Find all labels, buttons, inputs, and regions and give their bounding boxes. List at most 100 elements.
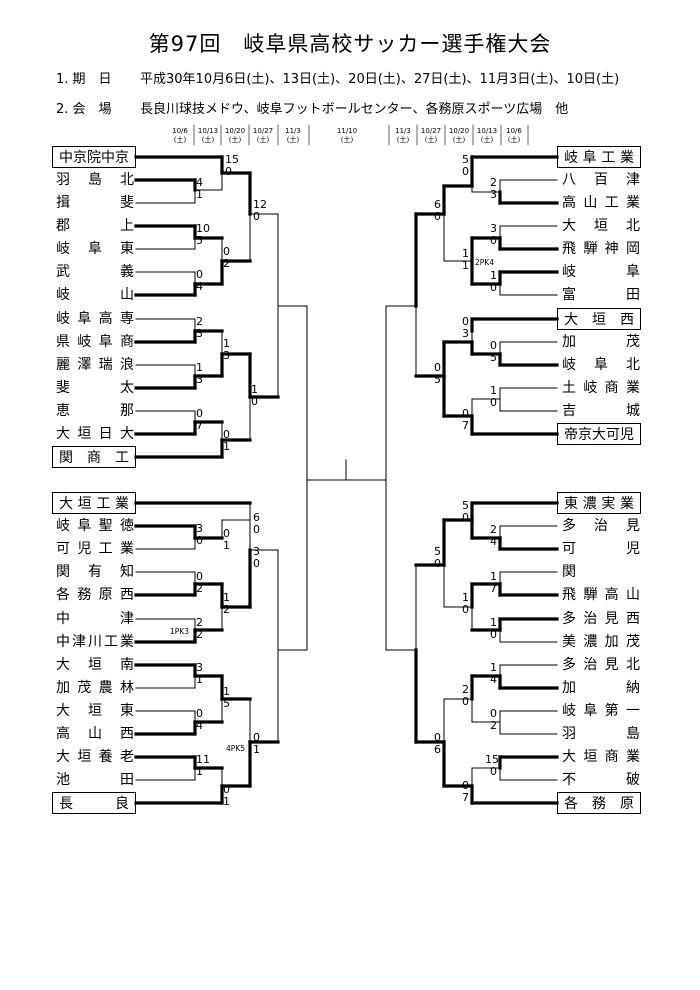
team-name: 池田	[56, 772, 134, 788]
team-name: 吉城	[562, 403, 640, 419]
round-day: (土)	[340, 136, 354, 144]
round-day: (土)	[396, 136, 410, 144]
team-name: 斐太	[56, 380, 134, 396]
match-score: 0	[490, 281, 497, 294]
match-score: 0	[490, 628, 497, 641]
match-score: 10	[196, 222, 210, 235]
team-name: 羽島	[562, 726, 640, 742]
match-score: 5	[490, 351, 497, 364]
venue-label: 2. 会 場	[56, 102, 112, 117]
match-score: 5	[223, 697, 230, 710]
match-score: 0	[196, 268, 203, 281]
match-score: 5	[196, 234, 203, 247]
match-score: 2	[490, 523, 497, 536]
round-date-final: 11/10	[336, 127, 358, 135]
match-score: 15	[225, 153, 239, 166]
match-score: 0	[490, 396, 497, 409]
pk-note: 1PK3	[170, 627, 189, 636]
team-name: 大垣養老	[56, 749, 134, 765]
match-score: 0	[462, 603, 469, 616]
match-score: 1	[223, 685, 230, 698]
match-score: 1	[223, 539, 230, 552]
match-score: 0	[462, 695, 469, 708]
team-name: 関有知	[56, 564, 134, 580]
round-date: 10/20	[224, 127, 246, 135]
match-score: 1	[462, 247, 469, 260]
team-name: 加茂農林	[56, 680, 134, 696]
match-score: 0	[434, 731, 441, 744]
team-name: 飛騨高山	[562, 587, 640, 603]
round-day: (土)	[424, 136, 438, 144]
round-date: 10/27	[252, 127, 274, 135]
team-name: 大垣東	[56, 703, 134, 719]
round-date: 10/6	[506, 127, 522, 135]
team-name: 土岐商業	[562, 380, 640, 396]
team-name: 可児工業	[56, 541, 134, 557]
team-name: 美濃加茂	[562, 634, 640, 650]
venue-value: 長良川球技メドウ、岐阜フットボールセンター、各務原スポーツ広場 他	[140, 102, 569, 117]
match-score: 3	[490, 188, 497, 201]
match-score: 5	[434, 545, 441, 558]
team-name: 岐山	[56, 287, 134, 303]
team-name: 武義	[56, 264, 134, 280]
match-score: 1	[462, 259, 469, 272]
team-name: 中津	[56, 611, 134, 627]
round-day: (土)	[201, 136, 215, 144]
match-score: 0	[223, 783, 230, 796]
team-name: 岐阜第一	[562, 703, 640, 719]
page-title: 第97回 岐阜県高校サッカー選手権大会	[148, 32, 552, 56]
match-score: 0	[196, 407, 203, 420]
round-date: 10/13	[197, 127, 219, 135]
match-score: 1	[196, 765, 203, 778]
period-value: 平成30年10月6日(土)、13日(土)、20日(土)、27日(土)、11月3日…	[140, 72, 620, 87]
match-score: 2	[462, 683, 469, 696]
match-score: 0	[490, 339, 497, 352]
match-score: 0	[462, 511, 469, 524]
team-name: 富田	[562, 287, 640, 303]
match-score: 0	[223, 428, 230, 441]
match-score: 4	[490, 535, 497, 548]
match-score: 7	[196, 419, 203, 432]
round-day: (土)	[286, 136, 300, 144]
match-score: 0	[462, 165, 469, 178]
match-score: 0	[253, 557, 260, 570]
match-score: 2	[223, 603, 230, 616]
match-score: 3	[196, 373, 203, 386]
match-score: 2	[490, 176, 497, 189]
match-score: 5	[462, 153, 469, 166]
match-score: 2	[196, 315, 203, 328]
team-name: 中津川工業	[56, 634, 134, 650]
match-score: 0	[196, 570, 203, 583]
team-name: 高山西	[56, 726, 134, 742]
match-score: 1	[223, 337, 230, 350]
round-day: (土)	[480, 136, 494, 144]
match-score: 0	[196, 534, 203, 547]
match-score: 2	[196, 582, 203, 595]
match-score: 0	[490, 765, 497, 778]
match-score: 1	[490, 616, 497, 629]
team-name: 恵那	[56, 403, 134, 419]
match-score: 0	[223, 527, 230, 540]
match-score: 4	[196, 719, 203, 732]
team-name: 麗澤瑞浪	[56, 357, 134, 373]
match-score: 0	[462, 407, 469, 420]
round-date: 10/13	[476, 127, 498, 135]
match-score: 3	[253, 545, 260, 558]
round-day: (土)	[507, 136, 521, 144]
match-score: 0	[253, 210, 260, 223]
match-score: 4	[490, 673, 497, 686]
match-score: 3	[196, 522, 203, 535]
team-name: 可児	[562, 541, 640, 557]
team-name: 大垣南	[56, 657, 134, 673]
team-name: 揖斐	[56, 195, 134, 211]
match-score: 1	[490, 661, 497, 674]
period-label: 1. 期 日	[56, 72, 112, 87]
match-score: 0	[434, 361, 441, 374]
match-score: 12	[253, 198, 267, 211]
match-score: 11	[196, 753, 210, 766]
match-score: 0	[434, 210, 441, 223]
venue-line: 2. 会 場 長良川球技メドウ、岐阜フットボールセンター、各務原スポーツ広場 他	[56, 98, 568, 117]
match-score: 3	[462, 327, 469, 340]
round-date: 10/6	[172, 127, 188, 135]
match-score: 0	[223, 245, 230, 258]
